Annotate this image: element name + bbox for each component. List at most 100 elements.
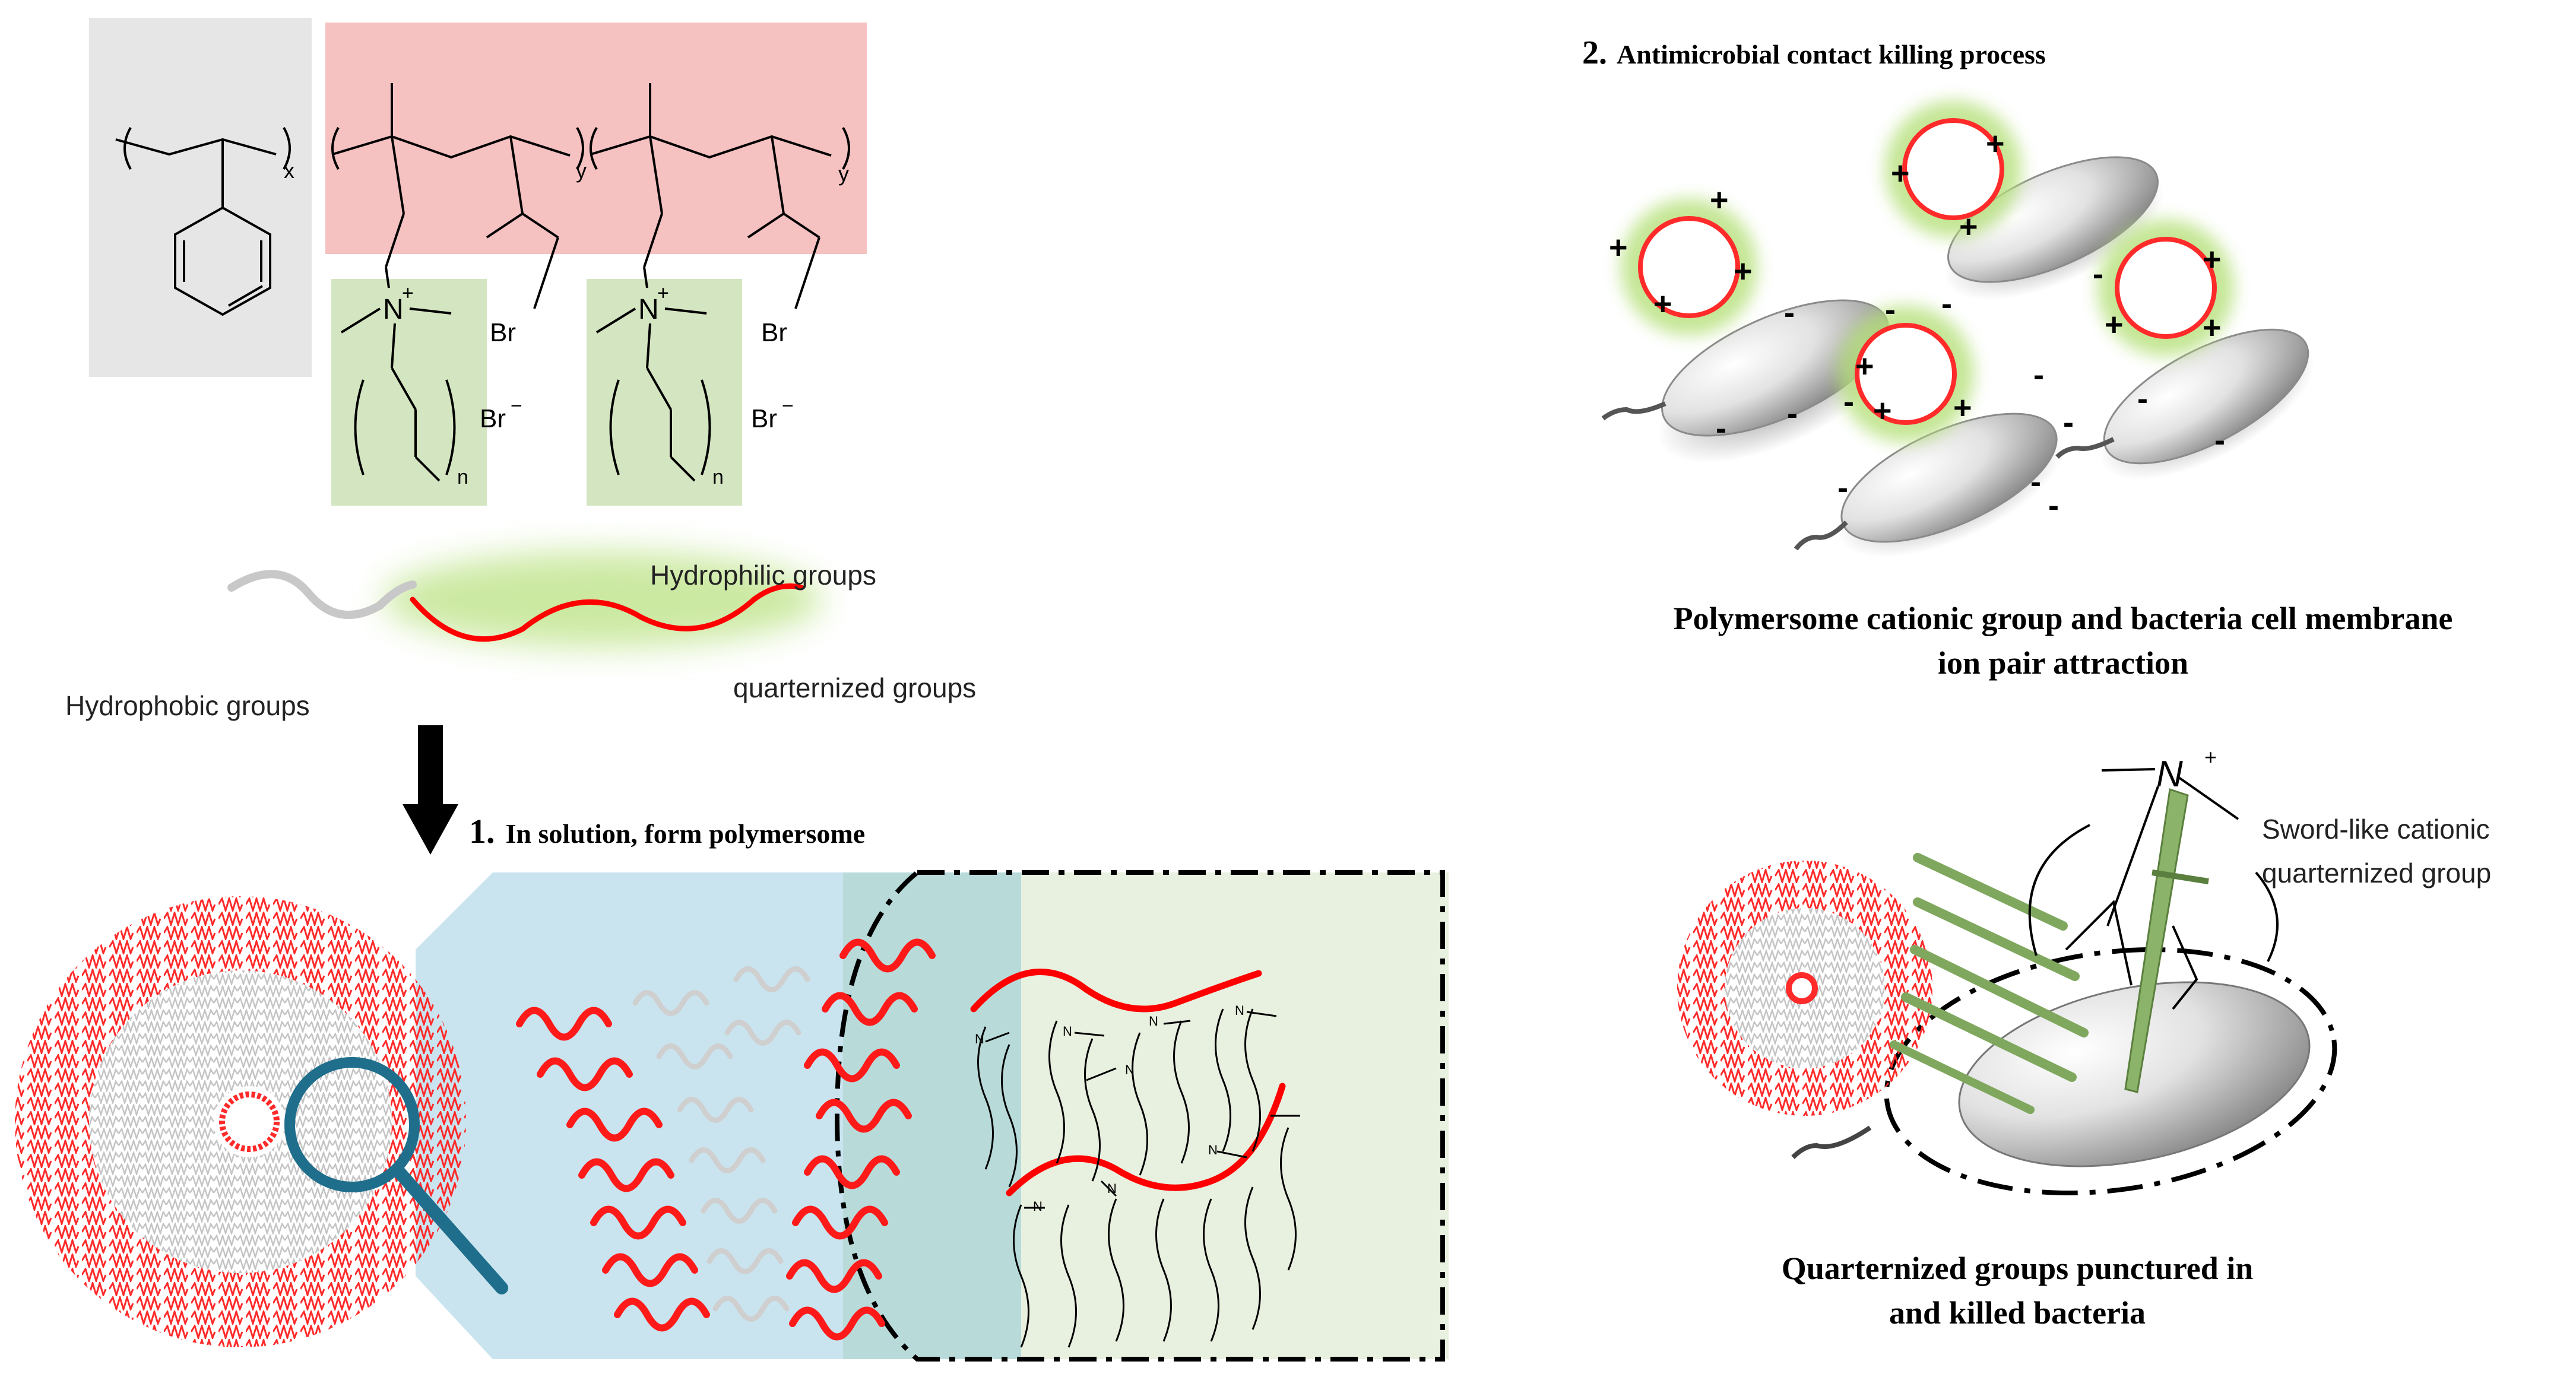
magnifier-icon [284, 1057, 508, 1294]
step-1-number: 1. [469, 812, 495, 850]
quaternary-n-label: N [2156, 754, 2183, 795]
bacterium-2 [1944, 156, 2165, 300]
ammonium-n-2: N [638, 294, 659, 325]
bromide-minus-1: − [511, 395, 522, 417]
step-1-text: In solution, form polymersome [506, 818, 866, 849]
svg-text:-: - [2093, 256, 2103, 292]
cationic-vesicles [1621, 101, 2234, 442]
hydrophilic-groups-label: Hydrophilic groups [650, 560, 876, 591]
svg-text:+: + [1986, 126, 2005, 161]
n-atom-4: N [1235, 1003, 1244, 1018]
subscript-y-1: y [576, 158, 587, 183]
quaternized-groups-label: quarternized groups [733, 672, 976, 703]
charge-signs: + + + + + + + + + + + + + - - - - - - - [1609, 126, 2225, 523]
sword-label-line-2: quarternized group [2262, 858, 2491, 888]
svg-text:+: + [1959, 209, 1978, 245]
bromide-2: Br [751, 404, 777, 433]
n-atom-8: N [1208, 1143, 1218, 1157]
ammonium-plus-2: + [657, 282, 669, 304]
chemistry-labels: x y y N + N + Br Br Br − Br − n n [284, 158, 849, 488]
svg-text:-: - [2214, 423, 2225, 458]
polymer-structure: x y y N + N + Br Br Br − Br − n n [89, 18, 867, 506]
killing-caption-line-1: Quarternized groups punctured in [1782, 1251, 2254, 1286]
svg-text:+: + [2203, 242, 2222, 277]
killing-caption-line-2: and killed bacteria [1889, 1295, 2146, 1331]
n-atom-6: N [1033, 1199, 1043, 1214]
ammonium-group-bg-2 [587, 279, 742, 506]
svg-text:-: - [2048, 488, 2059, 523]
svg-text:-: - [1837, 470, 1848, 506]
svg-text:-: - [1716, 411, 1726, 446]
backbone-bonds [115, 83, 850, 482]
svg-text:-: - [2030, 464, 2041, 500]
killing-mechanism: N + Sword-like cationic quarternized gro… [1677, 745, 2491, 1331]
hydrophobic-segment [227, 570, 417, 619]
quaternary-plus-label: + [2204, 745, 2217, 769]
chemical-detail: N N N N N N N N [970, 969, 1300, 1348]
svg-text:+: + [1734, 253, 1753, 289]
svg-text:+: + [1891, 155, 1910, 191]
svg-text:+: + [1873, 393, 1892, 429]
svg-text:-: - [2063, 405, 2074, 440]
n-atom-7: N [1107, 1181, 1117, 1196]
sword-label-line-1: Sword-like cationic [2262, 814, 2489, 845]
subscript-n-1: n [457, 466, 468, 488]
step-2-text: Antimicrobial contact killing process [1617, 39, 2046, 69]
ammonium-n-1: N [383, 294, 404, 325]
hydrophobic-groups-label: Hydrophobic groups [65, 690, 310, 721]
n-atom-2: N [1063, 1024, 1072, 1039]
attraction-caption-line-1: Polymersome cationic group and bacteria … [1674, 601, 2453, 636]
sword-icon [2124, 788, 2209, 1093]
ammonium-group-bg-1 [331, 279, 487, 506]
bacterium-4 [1794, 412, 2064, 557]
step-2-attraction: 2. Antimicrobial contact killing process [1582, 34, 2453, 681]
cationic-block-bg [325, 23, 867, 254]
subscript-n-2: n [712, 466, 724, 488]
n-atom-1: N [975, 1032, 984, 1046]
svg-text:-: - [1885, 292, 1896, 328]
polymersome-inner-ring [219, 1091, 280, 1152]
ammonium-plus-1: + [402, 282, 414, 304]
step-2-number: 2. [1582, 34, 1607, 71]
step-1-assembly: 1. In solution, form polymersome [15, 725, 1449, 1362]
svg-text:-: - [1784, 295, 1795, 331]
sword-spikes [1890, 853, 2089, 1114]
step-2-label: 2. Antimicrobial contact killing process [1582, 34, 2046, 71]
bacterium-3 [2055, 328, 2315, 480]
svg-text:+: + [1710, 182, 1729, 218]
svg-text:+: + [1953, 390, 1972, 426]
hydrophilic-segment [410, 583, 804, 642]
n-atom-3: N [1149, 1014, 1158, 1029]
bromide-minus-2: − [782, 395, 794, 417]
zoom-dashed-border [834, 870, 1445, 1362]
small-polymersome [1677, 861, 1932, 1116]
svg-text:+: + [1609, 230, 1628, 265]
subscript-x: x [284, 158, 294, 183]
svg-text:-: - [2033, 357, 2044, 393]
svg-text:-: - [1843, 384, 1854, 420]
svg-text:-: - [1787, 396, 1798, 431]
svg-text:+: + [1855, 348, 1874, 384]
bromine-2: Br [761, 318, 787, 347]
bacteria-group: + + + + + + + + + + + + + - - - - - - - [1601, 101, 2315, 557]
svg-text:+: + [1653, 286, 1672, 322]
subscript-y-2: y [838, 161, 849, 186]
bilayer-chains [516, 938, 936, 1341]
down-arrow-head [403, 804, 458, 855]
svg-text:+: + [2105, 307, 2124, 342]
polymersome [15, 896, 466, 1347]
step-1-label: 1. In solution, form polymersome [469, 812, 865, 850]
n-atom-5: N [1125, 1062, 1135, 1077]
zoom-panel-green [1021, 872, 1449, 1359]
amphiphilic-chain: Hydrophilic groups quarternized groups H… [65, 552, 976, 721]
svg-text:-: - [1941, 286, 1952, 322]
hydrophobic-block-bg [89, 18, 312, 377]
svg-text:+: + [2203, 310, 2222, 345]
down-arrow-shaft [418, 725, 443, 805]
bromine-1: Br [490, 318, 516, 347]
svg-text:-: - [2137, 381, 2148, 417]
attraction-caption-line-2: ion pair attraction [1938, 645, 2188, 681]
ammonium-bonds [2028, 768, 2279, 1010]
bromide-1: Br [480, 404, 506, 433]
